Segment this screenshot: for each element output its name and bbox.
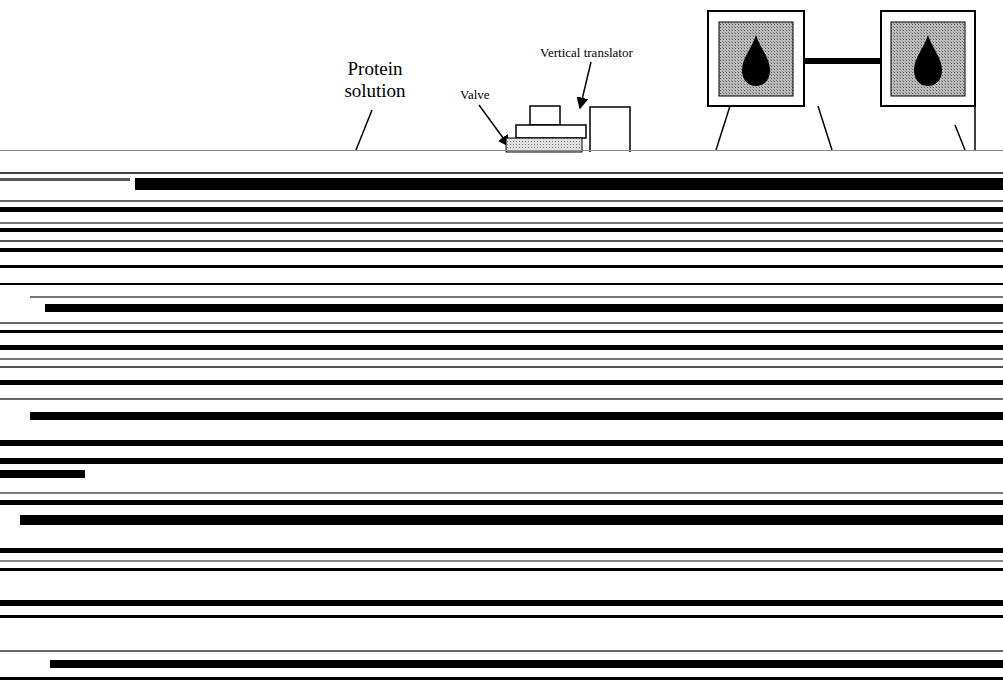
drop-image	[914, 35, 942, 86]
drop-image	[742, 35, 770, 86]
support-post	[590, 107, 630, 152]
apparatus-top	[356, 11, 975, 152]
leader-arrow	[580, 62, 591, 108]
part-label: Valve	[460, 88, 520, 103]
monitor-link	[804, 58, 881, 64]
video-monitor	[881, 11, 975, 106]
leader-line	[356, 110, 372, 150]
corrupted-bands	[0, 150, 1003, 680]
part-label: Vertical translator	[540, 46, 690, 61]
translator-plate	[516, 125, 586, 138]
translator-block	[530, 106, 560, 125]
leader-arrow	[479, 105, 509, 146]
part-label: Protein solution	[335, 58, 415, 102]
monitor-screen	[719, 22, 793, 96]
monitor-screen	[891, 22, 965, 96]
monitor-stand	[818, 106, 832, 150]
monitor-stand	[716, 106, 730, 150]
monitor-stand	[974, 106, 976, 150]
monitor-stand	[955, 125, 965, 150]
video-monitor	[708, 11, 804, 106]
valve-body	[506, 138, 582, 152]
